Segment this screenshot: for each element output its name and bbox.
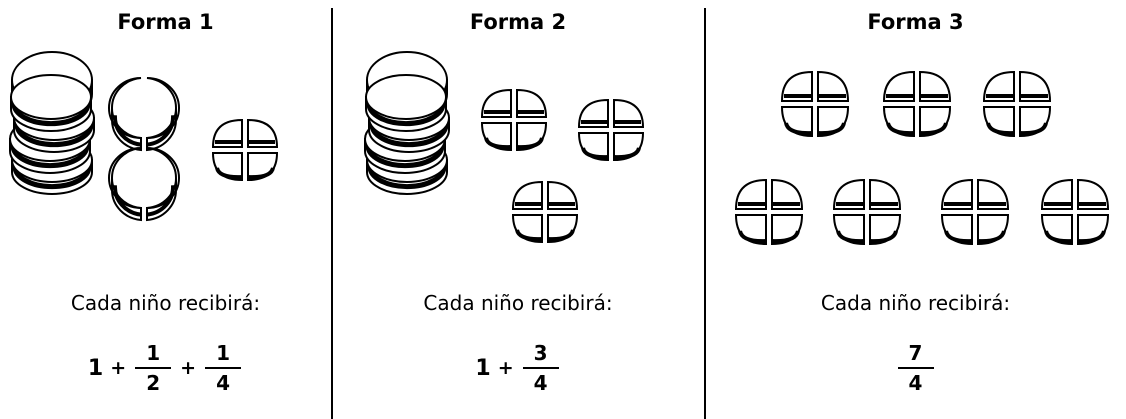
cookie-quarters-icon	[1040, 178, 1110, 246]
denominator: 4	[908, 371, 923, 395]
forma-1-expression: 1 + 1 2 + 1 4	[0, 341, 331, 395]
forma-1-illustration	[9, 51, 279, 222]
cookie-quarters-icon	[982, 70, 1052, 138]
plus-sign: +	[110, 357, 127, 379]
forma-2-illustration	[364, 51, 645, 244]
cookie-whole-icon	[10, 74, 92, 132]
cookie-quarters-icon	[734, 178, 804, 246]
denominator: 4	[533, 371, 548, 395]
whole-number: 1	[87, 355, 104, 381]
forma-2-title: Forma 2	[469, 10, 567, 34]
forma-3-title: Forma 3	[867, 10, 964, 34]
forma-3-expression: 7 4	[705, 341, 1126, 395]
forma-2-caption: Cada niño recibirá:	[423, 291, 613, 315]
fraction-bar	[135, 367, 172, 369]
forma-1-title: Forma 1	[117, 10, 214, 34]
denominator: 2	[146, 371, 161, 395]
forma-3-panel: Forma 3 Cada niño recibirá: 7 4	[705, 0, 1126, 419]
forma-2-panel: Forma 2 Cada niño recibirá: 1 + 3 4	[332, 0, 704, 419]
fraction-one-quarter: 1 4	[205, 341, 242, 395]
cookie-quarters-icon	[211, 118, 279, 182]
cookie-whole-icon	[365, 74, 447, 132]
fraction-one-half: 1 2	[135, 341, 172, 395]
cookie-halves-icon	[108, 77, 180, 152]
forma-3-caption: Cada niño recibirá:	[820, 291, 1011, 315]
fraction-bar	[522, 367, 559, 369]
numerator: 1	[146, 341, 161, 365]
plus-sign: +	[497, 357, 514, 379]
fraction-bar	[205, 367, 242, 369]
forma-1-panel: Forma 1 Cada niño recibirá: 1 + 1 2 + 1 …	[0, 0, 331, 419]
cookie-quarters-icon	[882, 70, 952, 138]
forma-1-caption: Cada niño recibirá:	[70, 291, 261, 315]
cookie-quarters-icon	[780, 70, 850, 138]
whole-number: 1	[475, 355, 491, 381]
cookie-halves-icon	[108, 147, 180, 222]
forma-2-expression: 1 + 3 4	[332, 341, 704, 395]
plus-sign: +	[180, 357, 197, 379]
fraction-three-quarters: 3 4	[522, 341, 559, 395]
cookie-quarters-icon	[832, 178, 902, 246]
numerator: 3	[533, 341, 548, 365]
panel-divider	[331, 8, 333, 419]
numerator: 1	[216, 341, 231, 365]
numerator: 7	[908, 341, 923, 365]
cookie-quarters-icon	[511, 180, 579, 244]
fraction-bar	[897, 367, 934, 369]
panel-divider	[704, 8, 706, 419]
fraction-seven-quarters: 7 4	[897, 341, 934, 395]
cookie-quarters-icon	[480, 88, 548, 152]
cookie-quarters-icon	[577, 98, 645, 162]
cookie-quarters-icon	[940, 178, 1010, 246]
denominator: 4	[216, 371, 231, 395]
forma-3-illustration	[734, 70, 1110, 246]
